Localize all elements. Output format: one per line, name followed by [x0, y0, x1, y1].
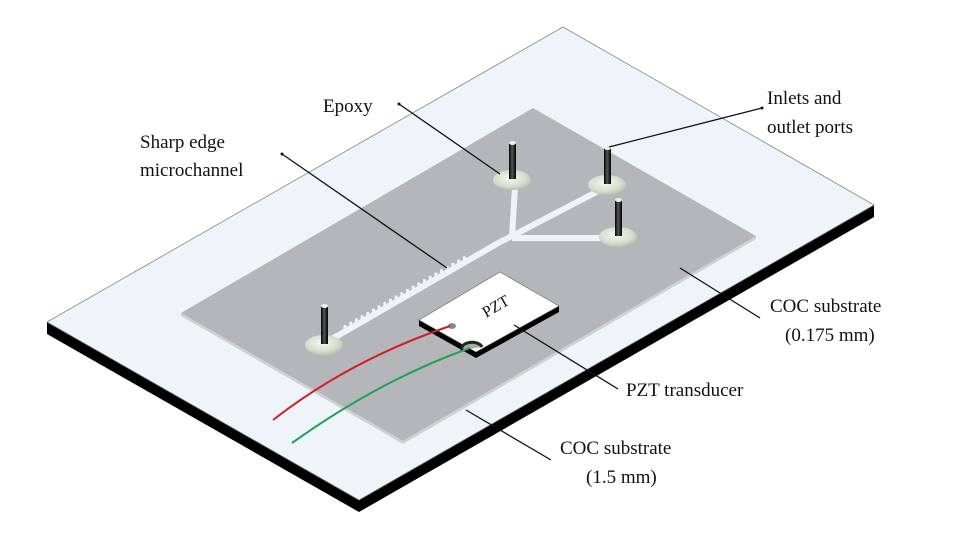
channel-tooth — [400, 292, 404, 297]
channel-tooth — [423, 279, 427, 284]
label-ports-line2: outlet ports — [767, 117, 853, 138]
leader-ports — [608, 107, 763, 148]
channel-tooth — [462, 256, 466, 261]
label-channel-line2: microchannel — [140, 160, 243, 181]
leader-epoxy-tip — [397, 102, 401, 106]
channel-branch-2 — [510, 184, 608, 239]
channel-main — [323, 239, 502, 346]
label-channel-line1: Sharp edge — [140, 132, 225, 153]
channel-tooth — [434, 272, 438, 277]
channel-tooth — [406, 289, 409, 293]
label-thin-substrate-line2: (0.175 mm) — [785, 325, 875, 346]
channel-tooth — [451, 262, 455, 267]
channel-tooth — [349, 321, 353, 326]
channel-tooth — [440, 269, 444, 274]
leader-ports-tip — [760, 106, 764, 110]
port-tube-top — [615, 198, 622, 202]
channel-tooth — [411, 285, 415, 290]
channel-tooth — [445, 266, 449, 271]
leader-transducer — [513, 324, 619, 390]
epoxy-mound — [599, 227, 637, 247]
channel-tooth — [417, 282, 421, 287]
leader-thin-substrate — [679, 267, 761, 319]
port-outlet — [305, 304, 343, 355]
epoxy-mound — [493, 170, 531, 190]
channel-stem — [498, 233, 514, 245]
channel-tooth — [366, 311, 370, 316]
label-ports-line1: Inlets and — [767, 88, 842, 109]
label-transducer: PZT transducer — [626, 380, 744, 401]
leader-lines — [280, 102, 764, 461]
port-tube-top — [321, 304, 328, 308]
channel-branch-1 — [509, 186, 518, 237]
epoxy-mound — [588, 175, 626, 195]
port-tube — [509, 143, 516, 179]
leader-thick-substrate — [465, 409, 552, 461]
channel-tooth — [457, 259, 461, 264]
pzt-chip: PZT — [418, 271, 560, 358]
label-thick-substrate-line2: (1.5 mm) — [586, 467, 657, 488]
channel-tooth — [360, 315, 364, 320]
leader-channel-tip — [280, 152, 284, 156]
channel-tooth — [343, 325, 347, 329]
microchannel — [323, 184, 614, 346]
port-tube — [321, 306, 328, 344]
thick-substrate-side-right — [359, 205, 874, 512]
label-epoxy: Epoxy — [323, 96, 373, 117]
port-tube — [604, 148, 611, 184]
wire-red — [272, 325, 451, 421]
epoxy-mound — [305, 335, 343, 355]
pzt-side-right — [476, 306, 559, 358]
channel-tooth — [354, 318, 358, 323]
label-thin-substrate-line1: COC substrate — [770, 296, 881, 317]
thick-substrate-side-left — [47, 322, 359, 512]
channel-tooth — [377, 305, 381, 310]
leader-epoxy — [398, 103, 501, 175]
channel-tooth — [428, 275, 432, 280]
label-thick-substrate-line1: COC substrate — [560, 438, 671, 459]
port-tube — [615, 200, 622, 236]
pzt-solder-dot — [448, 323, 456, 329]
channel-tooth — [388, 298, 392, 303]
channel-sharp-edges — [343, 256, 466, 329]
channel-tooth — [371, 308, 375, 313]
port-tube-top — [509, 141, 516, 145]
channel-tooth — [394, 295, 398, 300]
port-inlet-1 — [493, 141, 531, 190]
leader-channel — [281, 153, 448, 269]
pzt-wrap-electrode — [460, 340, 484, 351]
wire-green — [291, 347, 471, 444]
channel-tooth — [383, 302, 387, 307]
pzt-top — [418, 271, 560, 353]
port-inlet-3 — [599, 198, 637, 247]
